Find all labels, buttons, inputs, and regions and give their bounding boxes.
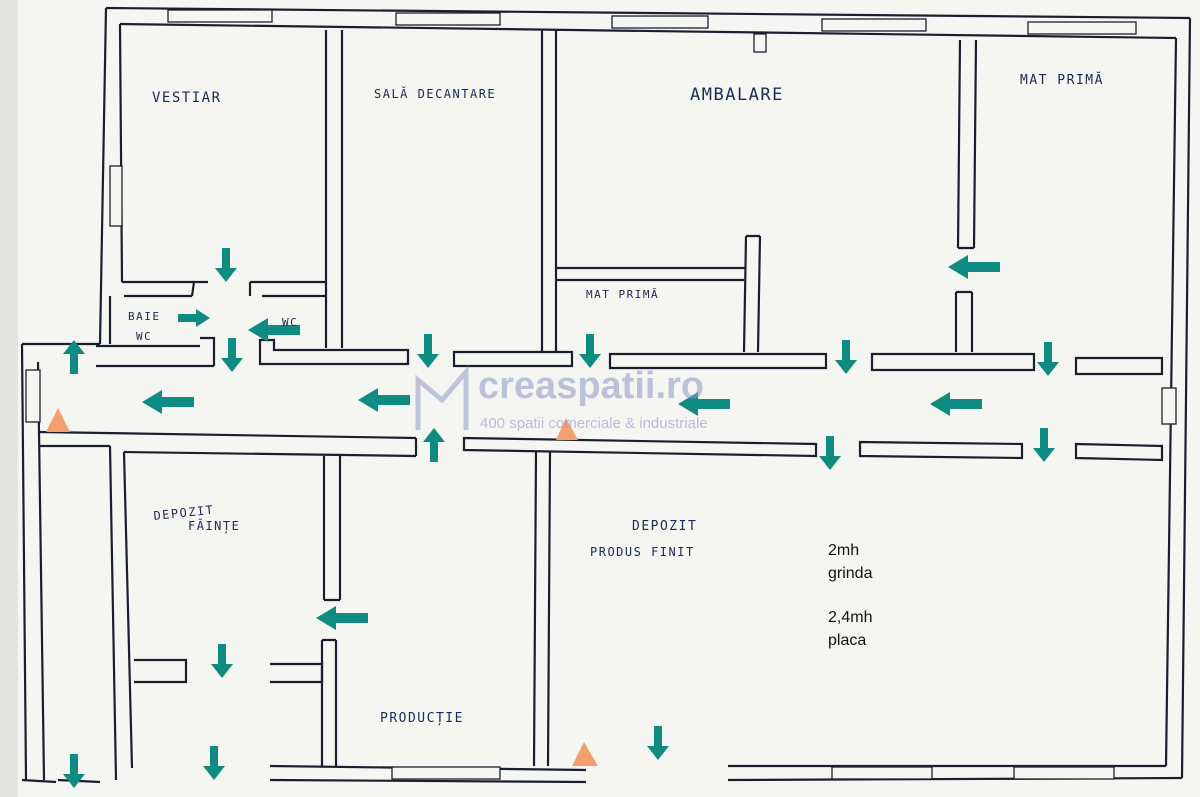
label-mat-prima-mid: MAT PRIMĂ [586,288,659,301]
label-depozit-produs-1: DEPOZIT [632,519,697,534]
label-wc-left: WC [136,330,152,343]
label-depozit-fainte-2: FĂINȚE [188,518,240,534]
note-placa: placa [828,632,866,649]
produs-finit-wall [532,451,552,767]
matprima-inner-room [556,234,762,353]
cone-icon [46,408,70,432]
matprima-partition-top [956,39,978,250]
depozit-stub-left [134,658,188,684]
window-left-2 [25,369,41,423]
corridor-top-seg2 [258,338,410,366]
pillar-top [753,33,767,53]
watermark-tagline: 400 spatii comerciale & industriale [480,415,708,432]
top-outer-wall [105,6,1191,40]
window-bottom-1 [391,766,501,780]
label-sala-decantare: SALĂ DECANTARE [374,86,496,101]
left-upper-wall [98,7,124,345]
corridor-bottom-seg1 [39,430,418,458]
window-bottom-2 [831,766,933,780]
wc-wall-top [248,280,326,298]
note-2mh: 2mh [828,542,859,559]
cone-icon [572,742,598,766]
windows [25,9,1177,780]
label-productie: PRODUCȚIE [380,711,464,726]
corridor-bottom-seg4 [1074,442,1164,462]
baie-wall-top [108,280,208,344]
window-top-1 [167,9,273,23]
exit-markers [46,408,598,766]
corridor-top-seg4 [608,352,828,370]
window-top-2 [395,12,501,26]
decantare-wall [540,30,558,352]
cone-icon [556,418,578,440]
room-labels: VESTIAR SALĂ DECANTARE AMBALARE MAT PRIM… [128,72,1104,726]
window-top-4 [821,18,927,32]
corridor-bottom-seg3 [858,440,1024,460]
corridor-top-seg3 [452,350,574,368]
label-depozit-produs-2: PRODUS FINIT [590,545,695,559]
note-2-4mh: 2,4mh [828,609,872,626]
label-ambalare: AMBALARE [690,85,784,105]
label-vestiar: VESTIAR [152,90,222,106]
depozit-divider [322,456,342,602]
window-top-5 [1027,21,1137,35]
height-notes: 2mh grinda 2,4mh placa [828,542,873,649]
watermark-logo-icon [415,365,469,430]
window-top-3 [611,15,709,29]
window-bottom-3 [1013,766,1115,780]
watermark: creaspatii.ro 400 spatii comerciale & in… [415,365,708,432]
left-corridor-wall [20,342,100,784]
corridor-bottom-seg2 [462,436,818,458]
matprima-partition-bottom [954,290,974,352]
productie-wall [320,638,338,766]
label-depozit-fainte-1: DEPOZIT [153,503,215,523]
corridor-top-seg1 [96,336,216,368]
label-wc-right: WC [282,316,298,329]
depozit-left-wall [108,445,134,781]
label-baie: BAIE [128,310,161,323]
corridor-top-seg6 [1074,356,1164,376]
window-right [1161,387,1177,425]
watermark-brand: creaspatii.ro [478,365,704,407]
corridor-top-seg5 [870,352,1036,372]
window-left-1 [109,165,123,227]
label-mat-prima-top: MAT PRIMĂ [1020,72,1104,88]
note-grinda: grinda [828,565,873,582]
